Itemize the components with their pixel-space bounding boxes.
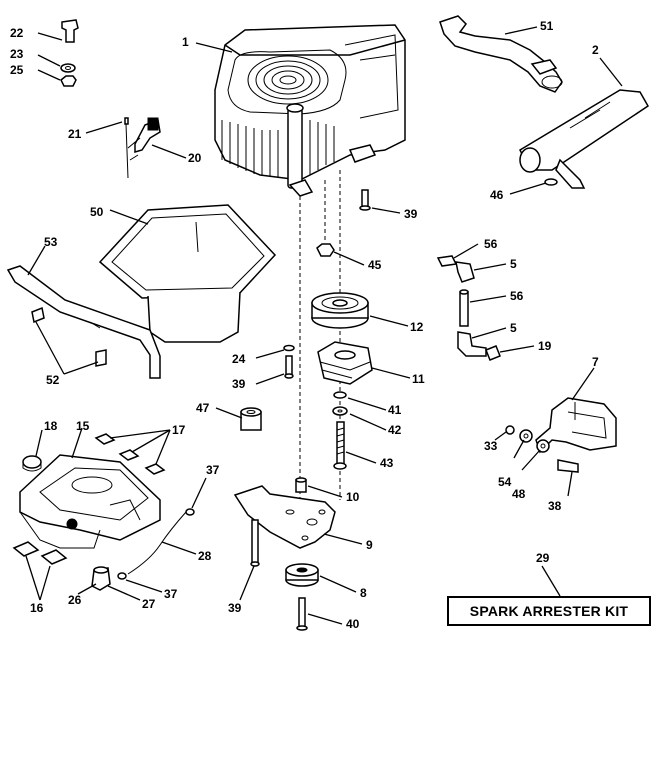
mounting-bracket-part [6, 265, 161, 379]
washer-part [283, 344, 295, 352]
spark-arrester-kit-box: SPARK ARRESTER KIT [447, 596, 651, 626]
muffler-part [519, 89, 649, 189]
clutch-part [317, 341, 373, 385]
callout-56b: 56 [510, 289, 524, 303]
callout-37a: 37 [206, 463, 220, 477]
callout-15: 15 [76, 419, 90, 433]
callout-22: 22 [10, 26, 24, 40]
callout-48: 48 [512, 487, 526, 501]
air-intake-part [98, 204, 277, 343]
callout-7: 7 [592, 355, 599, 369]
callout-45: 45 [368, 258, 382, 272]
mounting-plate-part [233, 485, 336, 549]
bolt-part [333, 421, 347, 470]
callout-56a: 56 [484, 237, 498, 251]
callout-9: 9 [366, 538, 373, 552]
callout-47: 47 [196, 401, 210, 415]
spark-arrester-kit-label: SPARK ARRESTER KIT [469, 603, 629, 619]
callout-26: 26 [68, 593, 82, 607]
callout-20: 20 [188, 151, 202, 165]
callout-16: 16 [30, 601, 44, 615]
callout-39a: 39 [404, 207, 418, 221]
bolt-part [557, 459, 579, 473]
callout-33: 33 [484, 439, 498, 453]
callout-46: 46 [490, 188, 504, 202]
callout-24: 24 [232, 352, 246, 366]
callout-19: 19 [538, 339, 552, 353]
callout-8: 8 [360, 586, 367, 600]
bolt-part [296, 597, 308, 631]
pad-part [94, 433, 166, 475]
fuel-fitting-part [436, 255, 501, 361]
callout-2: 2 [592, 43, 599, 57]
hose-part [127, 511, 187, 575]
callout-42: 42 [388, 423, 402, 437]
callout-1: 1 [182, 35, 189, 49]
callout-28: 28 [198, 549, 212, 563]
callout-41: 41 [388, 403, 402, 417]
callout-53: 53 [44, 235, 58, 249]
bolt-part [31, 306, 107, 367]
dipstick-cap-part [60, 19, 79, 87]
callout-51: 51 [540, 19, 554, 33]
callout-18: 18 [44, 419, 58, 433]
exhaust-pipe-part [439, 15, 563, 93]
grommet-part [22, 455, 42, 472]
callout-17: 17 [172, 423, 186, 437]
callout-38: 38 [548, 499, 562, 513]
spacer-part [240, 407, 262, 431]
idler-pulley-part [285, 563, 319, 587]
blower-housing-part [19, 454, 161, 549]
callout-43: 43 [380, 456, 394, 470]
callout-54: 54 [498, 475, 512, 489]
callout-50: 50 [90, 205, 104, 219]
pad-part [12, 541, 68, 565]
nut-part [316, 243, 335, 257]
callout-37b: 37 [164, 587, 178, 601]
bracket-part [535, 397, 617, 454]
callout-39b: 39 [232, 377, 246, 391]
callout-12: 12 [410, 320, 424, 334]
callout-39c: 39 [228, 601, 242, 615]
callout-29: 29 [536, 551, 550, 565]
washer-part [332, 391, 348, 416]
screw-part [250, 519, 260, 567]
throttle-control-part [124, 117, 161, 179]
pulley-part [311, 292, 369, 329]
callout-25: 25 [10, 63, 24, 77]
callout-23: 23 [10, 47, 24, 61]
engine-part [214, 24, 406, 197]
callout-52: 52 [46, 373, 60, 387]
screw-part [284, 355, 294, 379]
callout-10: 10 [346, 490, 360, 504]
spacer-part [295, 477, 307, 493]
callout-11: 11 [412, 372, 425, 386]
washer-part [505, 425, 550, 453]
callout-5a: 5 [510, 257, 517, 271]
screw-part [359, 189, 371, 211]
callout-27: 27 [142, 597, 156, 611]
callout-21: 21 [68, 127, 82, 141]
callout-40: 40 [346, 617, 360, 631]
callout-5b: 5 [510, 321, 517, 335]
fitting-part [91, 508, 195, 591]
